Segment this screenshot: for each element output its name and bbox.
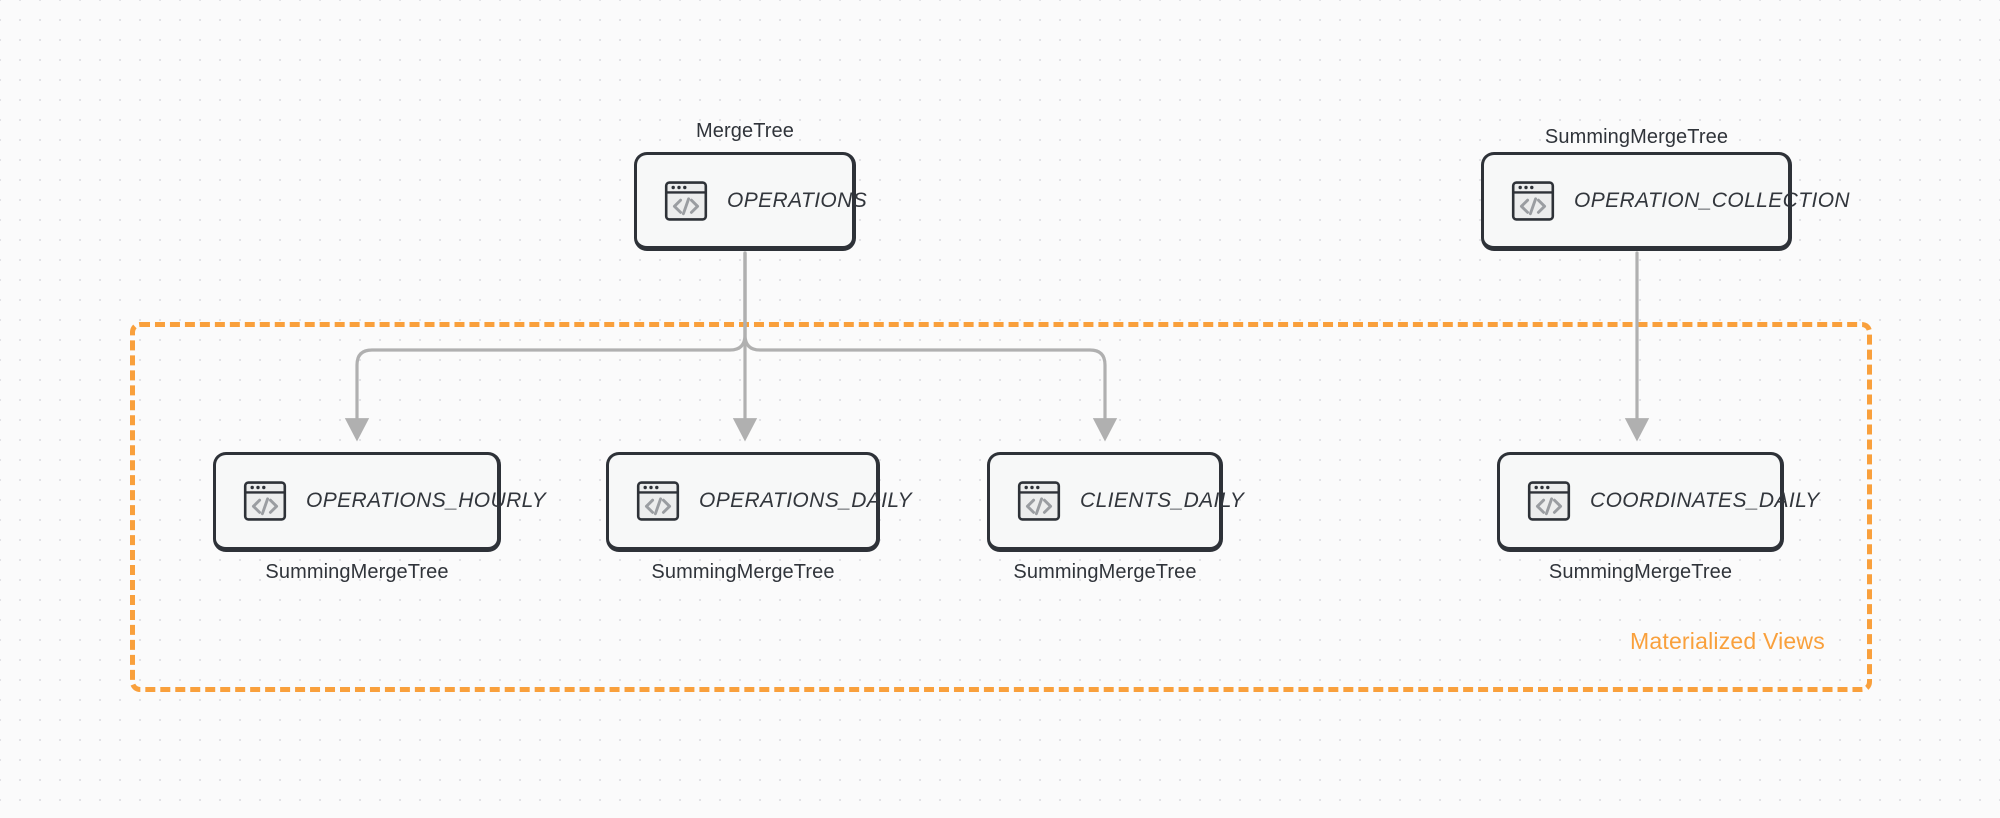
engine-caption-clients_daily: SummingMergeTree: [1013, 561, 1197, 583]
code-window-icon: [1510, 178, 1556, 224]
engine-caption-operations: MergeTree: [696, 120, 794, 142]
node-operations[interactable]: OPERATIONS: [634, 152, 867, 251]
engine-caption-operations_daily: SummingMergeTree: [651, 561, 835, 583]
code-window-icon: [635, 478, 681, 524]
node-clients_daily[interactable]: CLIENTS_DAILY: [987, 452, 1244, 552]
node-operations_hourly[interactable]: OPERATIONS_HOURLY: [213, 452, 546, 552]
code-window-icon: [242, 478, 288, 524]
node-operations_daily[interactable]: OPERATIONS_DAILY: [606, 452, 912, 552]
node-label: OPERATIONS_HOURLY: [306, 489, 547, 512]
engine-caption-operation_collection: SummingMergeTree: [1544, 126, 1729, 148]
engine-caption-operations_hourly: SummingMergeTree: [265, 561, 449, 583]
node-label: COORDINATES_DAILY: [1590, 489, 1820, 512]
code-window-icon: [663, 178, 709, 224]
node-label: CLIENTS_DAILY: [1080, 489, 1245, 512]
code-window-icon: [1016, 478, 1062, 524]
node-coordinates_daily[interactable]: COORDINATES_DAILY: [1497, 452, 1819, 552]
code-window-icon: [1526, 478, 1572, 524]
node-operation_collection[interactable]: OPERATION_COLLECTION: [1481, 152, 1850, 251]
engine-caption-coordinates_daily: SummingMergeTree: [1548, 561, 1733, 583]
materialized-views-label: Materialized Views: [1630, 628, 1825, 654]
node-label: OPERATIONS: [727, 188, 868, 212]
node-label: OPERATION_COLLECTION: [1574, 188, 1850, 212]
node-label: OPERATIONS_DAILY: [699, 489, 912, 512]
